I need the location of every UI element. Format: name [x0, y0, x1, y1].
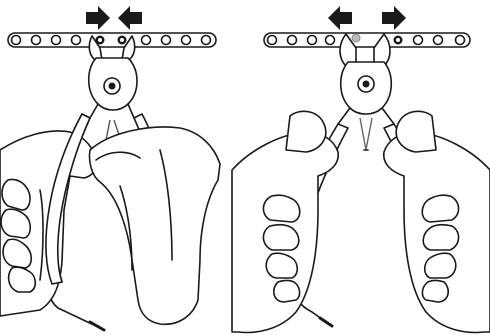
hand-right-pulling: [384, 111, 490, 332]
arrow-right-icon: [382, 6, 406, 30]
arrow-left-icon: [328, 6, 352, 30]
pliers-head: [89, 36, 137, 118]
left-panel: [0, 6, 220, 330]
arrow-right-icon: [86, 6, 110, 30]
bicycle-chain: [264, 33, 470, 47]
arrow-left-icon: [118, 6, 142, 30]
hand-right-squeezing: [89, 127, 220, 324]
right-panel: [232, 6, 490, 332]
hand-left-pulling: [232, 111, 338, 332]
bicycle-chain: [8, 33, 216, 47]
